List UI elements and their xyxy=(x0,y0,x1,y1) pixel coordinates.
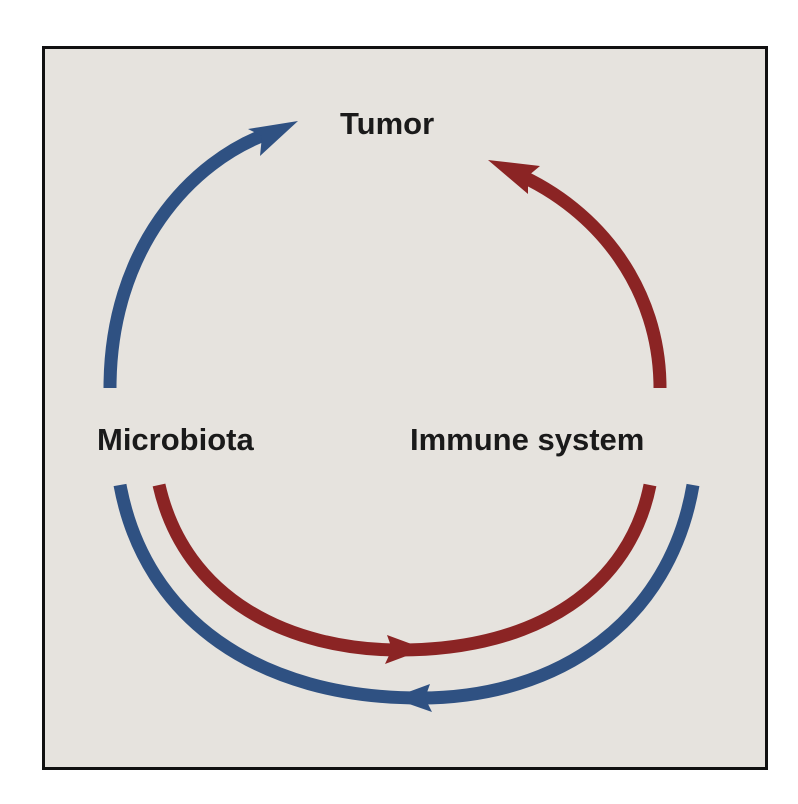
arrow-microbiota-to-tumor xyxy=(103,125,275,389)
arrowhead-microbiota-to-immune xyxy=(385,635,425,664)
node-microbiota: Microbiota xyxy=(97,422,254,457)
arrowhead-immune-to-microbiota xyxy=(392,684,432,712)
arrowhead-microbiota-to-tumor xyxy=(248,121,298,156)
arrowhead-immune-to-tumor xyxy=(488,160,540,194)
arrow-immune-to-tumor xyxy=(512,167,667,389)
arrow-microbiota-to-immune xyxy=(152,483,657,657)
arrow-immune-to-microbiota xyxy=(113,483,700,705)
node-tumor: Tumor xyxy=(340,106,435,141)
node-immune-system: Immune system xyxy=(410,422,645,457)
